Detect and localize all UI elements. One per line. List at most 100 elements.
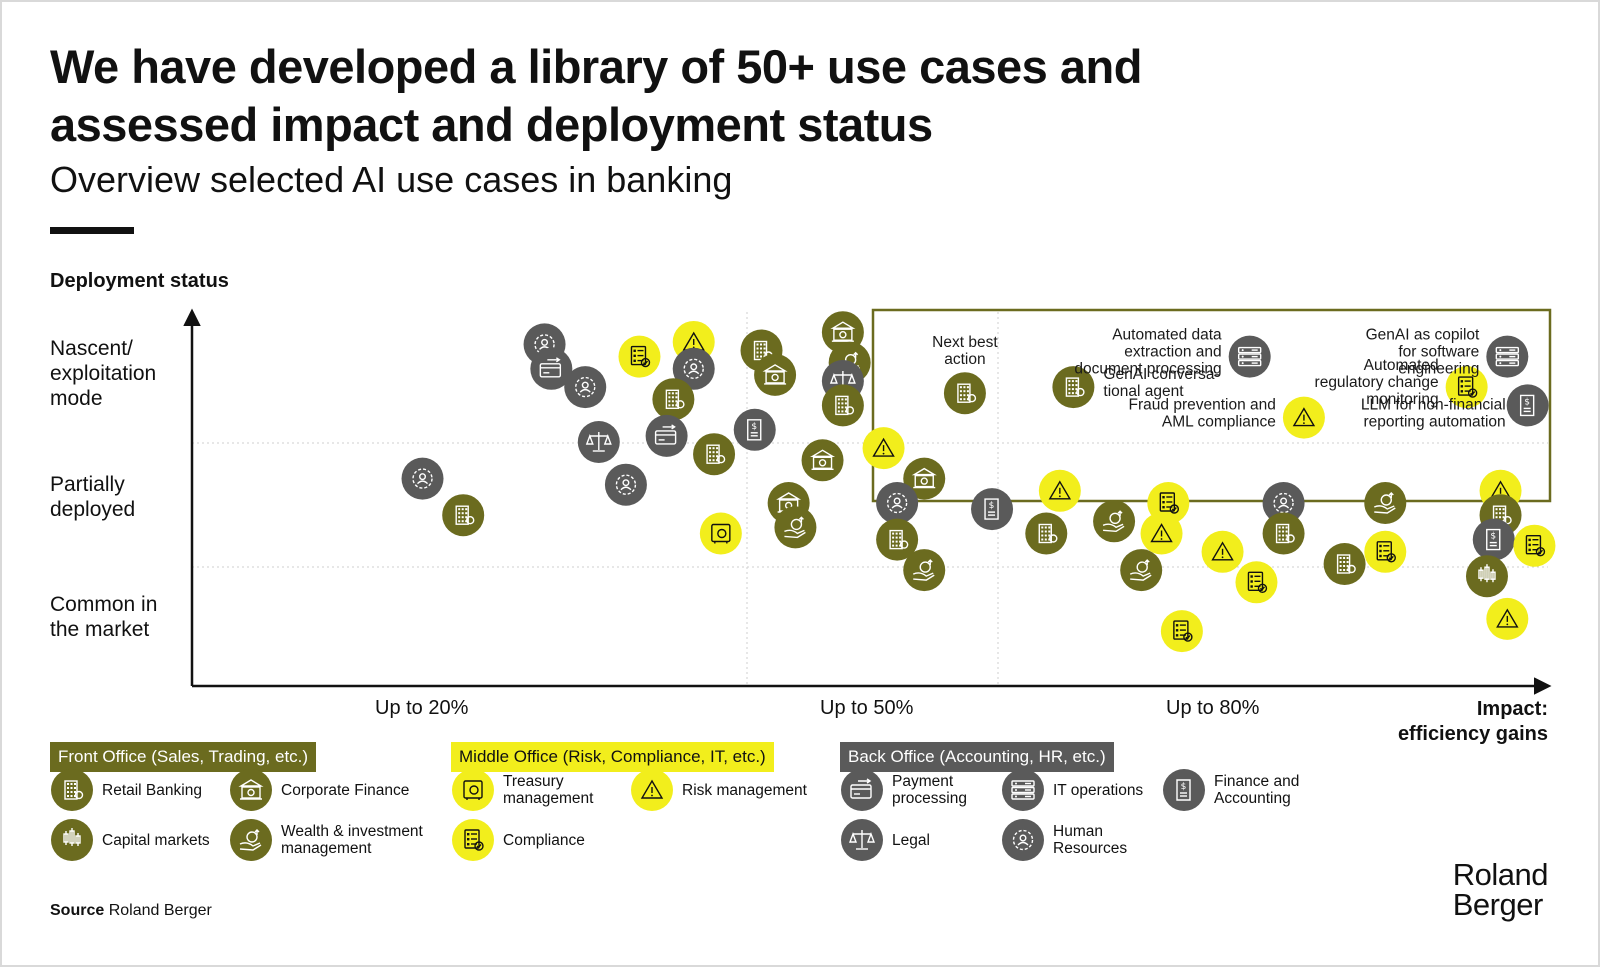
data-point xyxy=(876,518,919,561)
legend-item: Treasury management xyxy=(451,768,593,812)
legend-item: Payment processing xyxy=(840,768,967,812)
human-resources-icon xyxy=(615,474,637,495)
legend-back-office-title: Back Office (Accounting, HR, etc.) xyxy=(840,742,1114,772)
compliance-icon xyxy=(1173,620,1193,642)
legend-middle-office-title: Middle Office (Risk, Compliance, IT, etc… xyxy=(451,742,774,772)
data-point xyxy=(530,347,573,390)
data-point xyxy=(645,414,688,457)
data-point xyxy=(1201,530,1244,573)
labeled-use-case xyxy=(1445,366,1488,409)
compliance-icon xyxy=(1525,535,1546,557)
page-subtitle: Overview selected AI use cases in bankin… xyxy=(50,159,733,200)
risk-management-icon xyxy=(1211,541,1234,561)
it-operations-icon xyxy=(1002,769,1044,811)
labeled-use-case: $ xyxy=(1506,384,1549,427)
legend-item-label: Wealth & investment management xyxy=(281,823,423,857)
finance-accounting-icon: $ xyxy=(1486,528,1501,551)
retail-banking-icon xyxy=(706,444,726,464)
risk-management-icon xyxy=(631,769,673,811)
source-line: Source Roland Berger xyxy=(50,902,212,920)
data-point xyxy=(1038,469,1081,512)
data-point xyxy=(903,457,946,500)
payment-processing-icon xyxy=(539,357,562,378)
labeled-use-case xyxy=(1052,366,1095,409)
human-resources-icon xyxy=(575,376,596,398)
finance-accounting-icon: $ xyxy=(747,419,762,441)
data-point xyxy=(1025,512,1068,555)
legend-front-office-title: Front Office (Sales, Trading, etc.) xyxy=(50,742,317,772)
risk-management-icon xyxy=(1292,407,1316,427)
legend-item-label: Finance and Accounting xyxy=(1214,773,1300,807)
x-tick-20: Up to 20% xyxy=(375,697,469,719)
human-resources-icon xyxy=(886,492,908,514)
retail-banking-icon xyxy=(957,383,977,403)
finance-accounting-icon: $ xyxy=(1163,769,1205,811)
title-rule xyxy=(50,227,134,234)
data-point xyxy=(672,347,715,390)
labeled-use-case xyxy=(943,372,986,415)
risk-management-icon xyxy=(872,437,895,457)
y-category-nascent: Nascent/ exploitation mode xyxy=(50,337,157,410)
data-point xyxy=(801,439,844,482)
finance-accounting-icon: $ xyxy=(984,498,999,520)
data-point xyxy=(401,457,444,500)
human-resources-icon xyxy=(1273,492,1294,514)
legend-item: Human Resources xyxy=(1001,818,1127,862)
human-resources-icon xyxy=(412,468,433,489)
data-point xyxy=(577,421,620,463)
human-resources-icon xyxy=(1002,819,1044,861)
data-point xyxy=(1160,610,1203,653)
data-point: $ xyxy=(733,408,776,451)
wealth-investment-icon xyxy=(1374,492,1396,514)
data-point xyxy=(652,378,695,421)
legend-item-label: Capital markets xyxy=(102,831,210,849)
data-point xyxy=(876,482,919,524)
y-category-common: Common in the market xyxy=(50,593,158,641)
it-operations-icon xyxy=(1237,346,1262,367)
legend-item: $ Finance and Accounting xyxy=(1162,768,1299,812)
x-axis-title: Impact: efficiency gains xyxy=(1397,698,1548,745)
source-label: Source xyxy=(50,902,105,919)
data-point xyxy=(1262,512,1305,555)
data-point xyxy=(1486,597,1529,640)
risk-management-icon xyxy=(1150,523,1173,543)
chart-grid xyxy=(192,312,1548,686)
treasury-icon xyxy=(452,769,494,811)
data-point xyxy=(1364,530,1407,573)
x-tick-80: Up to 80% xyxy=(1166,697,1260,719)
retail-banking-icon xyxy=(1065,377,1085,397)
source-text: Roland Berger xyxy=(108,902,212,919)
compliance-icon xyxy=(1376,541,1396,563)
retail-banking-icon xyxy=(835,395,855,416)
data-point xyxy=(903,549,946,592)
data-point xyxy=(1262,482,1305,524)
retail-banking-icon xyxy=(455,505,475,525)
wealth-investment-icon xyxy=(1102,510,1125,533)
capital-markets-icon xyxy=(51,819,93,861)
svg-text:$: $ xyxy=(1490,532,1496,542)
legend-item-label: Treasury management xyxy=(503,773,594,807)
treasury-icon xyxy=(711,523,731,544)
use-case-label: GenAI conversa-tional agent xyxy=(1103,366,1219,400)
corporate-finance-icon xyxy=(830,321,856,342)
data-point xyxy=(862,427,905,470)
corporate-finance-icon xyxy=(230,769,272,811)
retail-banking-icon xyxy=(665,389,685,409)
labeled-use-case xyxy=(1282,396,1325,439)
legend-item: Wealth & investment management xyxy=(229,818,423,862)
legend-item: Retail Banking xyxy=(50,768,202,812)
compliance-icon xyxy=(630,345,651,368)
capital-markets-icon xyxy=(1478,564,1496,583)
retail-banking-icon xyxy=(51,769,93,811)
legend-item: Legal xyxy=(840,818,930,862)
data-point xyxy=(1323,543,1366,585)
legend-item-label: Legal xyxy=(892,831,930,849)
legend-item-label: Human Resources xyxy=(1053,823,1128,857)
